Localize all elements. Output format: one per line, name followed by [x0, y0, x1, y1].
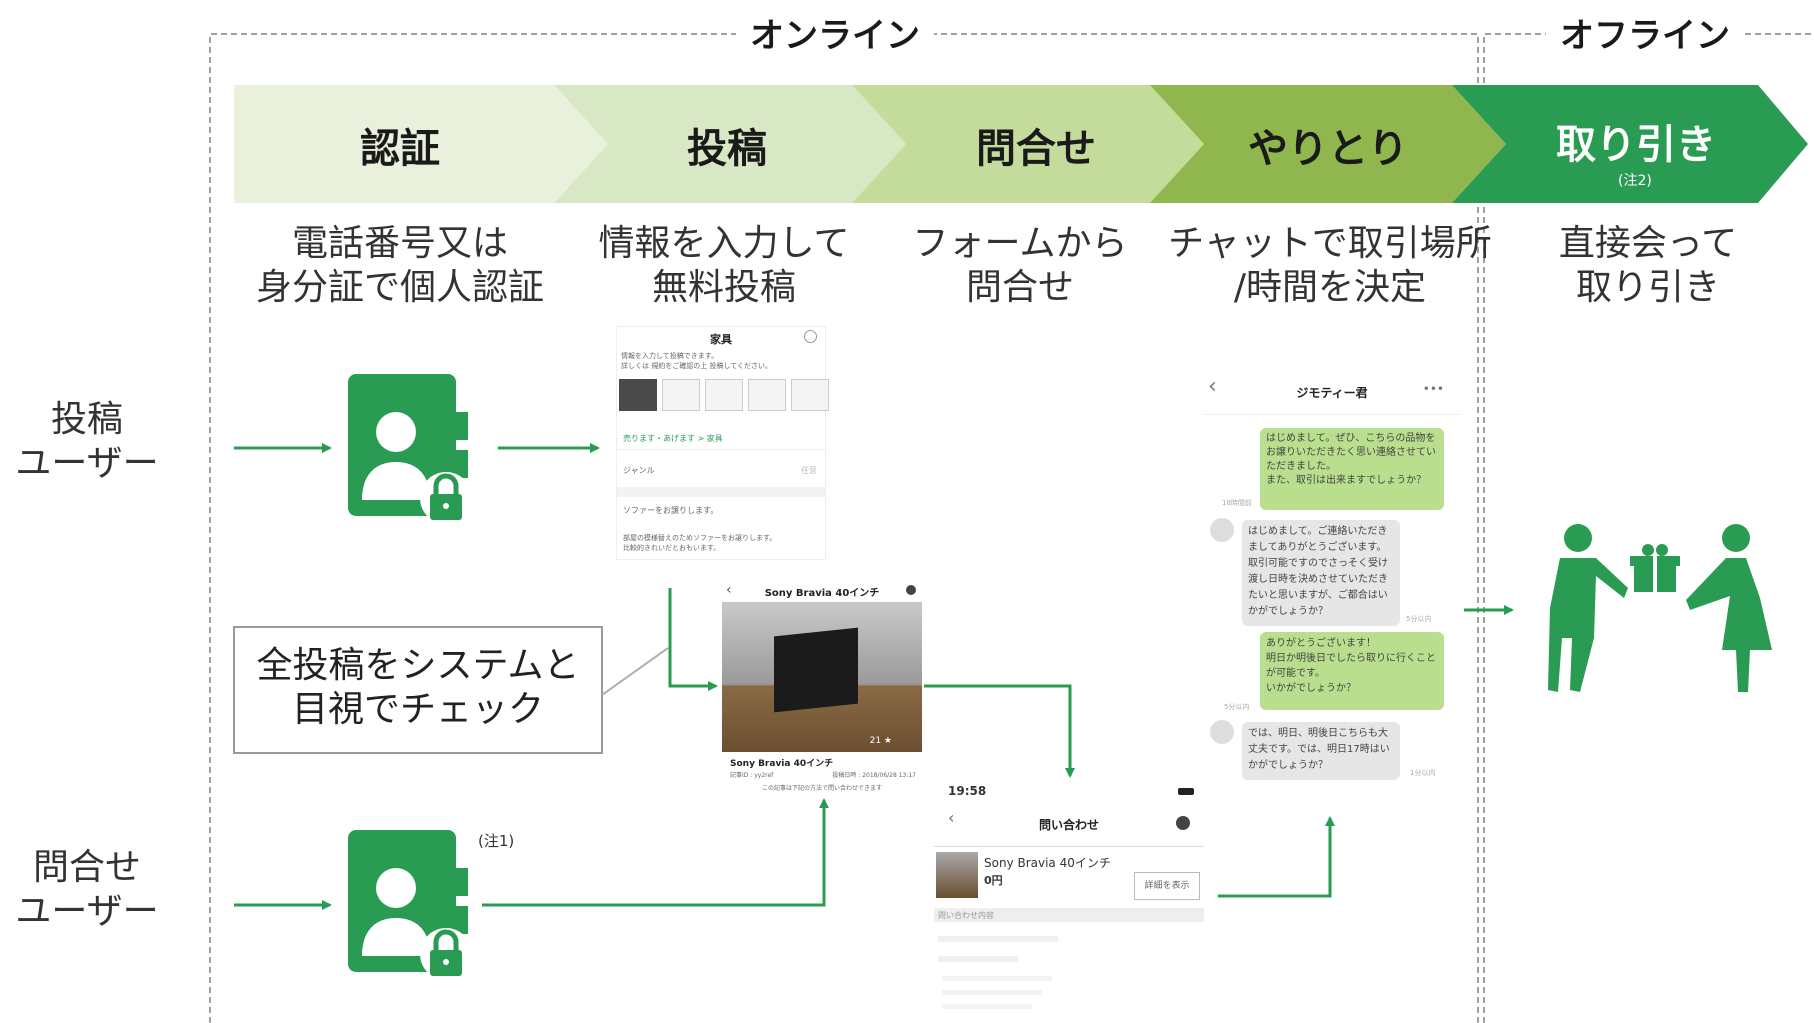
chat-time: 1分以内 [1410, 769, 1436, 777]
process-chevrons [234, 85, 1808, 203]
chat-time: 18時間前 [1222, 499, 1252, 507]
contact-lock-icon [348, 830, 472, 980]
camera-icon[interactable] [662, 379, 700, 411]
listing-footer: この記事は下記の方法で問い合わせできます [761, 785, 882, 792]
battery-icon [1178, 788, 1194, 795]
photo-slots [619, 379, 829, 411]
item-thumbnail [936, 852, 978, 898]
chat-message-sent: はじめまして。ぜひ、こちらの品物をお譲りいただきたく思い連絡させていただきました… [1260, 428, 1444, 510]
desc-auth: 電話番号又は身分証で個人認証 [255, 223, 544, 308]
listing-screen: ‹ Sony Bravia 40インチ 21 ★ Sony Bravia 40イ… [722, 580, 922, 794]
online-section-label: オンライン [736, 8, 934, 57]
chevron-exchange [1150, 85, 1506, 203]
chevron-post [554, 85, 906, 203]
listing-photo: 21 ★ [722, 602, 922, 752]
listing-title: Sony Bravia 40インチ [764, 588, 880, 599]
step-exchange-label: やりとり [1248, 126, 1408, 172]
inquiry-price: 0円 [984, 874, 1003, 887]
chat-message-received: はじめまして。ご連絡いただきましてありがとうございます。取引可能ですのでさっそく… [1242, 520, 1400, 626]
arrow-inquiry-to-chat [1218, 816, 1335, 898]
inquiry-item: Sony Bravia 40インチ [984, 856, 1111, 870]
chat-time: 5分以内 [1224, 703, 1250, 711]
photo-thumbnail[interactable] [619, 379, 657, 411]
info-icon[interactable] [1176, 816, 1190, 830]
row-label-inquirer: 問合せユーザー [15, 847, 159, 932]
chat-title: ジモティー君 [1296, 386, 1368, 400]
chat-screen: ‹ ジモティー君 ••• はじめまして。ぜひ、こちらの品物をお譲りいただきたく思… [1204, 374, 1460, 796]
post-body-2: 部屋の模様替えのためソファーをお譲りします。 [623, 534, 777, 542]
step-auth-label: 認証 [360, 126, 440, 172]
post-notice-2: 詳しくは 規約をご確認の上 投稿してください。 [621, 362, 773, 370]
post-form-screen: 家具 情報を入力して投稿できます。 詳しくは 規約をご確認の上 投稿してください… [616, 326, 829, 560]
handover-gift-icon [1548, 524, 1772, 692]
desc-exchange: チャットで取引場所/時間を決定 [1168, 223, 1492, 308]
chat-time: 5分以内 [1406, 615, 1432, 623]
camera-icon[interactable] [748, 379, 786, 411]
check-note-box: 全投稿をシステムと 目視でチェック [233, 626, 603, 754]
status-time: 19:58 [948, 784, 987, 798]
likes-count[interactable]: 21 ★ [869, 736, 892, 746]
arrow-auth2-to-listing [482, 798, 829, 907]
desc-inquiry: フォームから問合せ [912, 223, 1128, 308]
step-trade-label: 取り引き [1556, 122, 1716, 168]
camera-icon[interactable] [791, 379, 829, 411]
row-label-poster: 投稿ユーザー [15, 399, 159, 484]
chevron-auth [234, 85, 608, 203]
detail-button[interactable]: 詳細を表示 [1134, 872, 1200, 900]
contact-lock-icon [348, 374, 472, 524]
tv-image [774, 627, 858, 713]
offline-section-label: オフライン [1546, 8, 1744, 57]
post-body-1: ソファーをお譲りします。 [623, 506, 719, 515]
inquiry-section-label: 問い合わせ内容 [938, 911, 994, 920]
step-inquiry-label: 問合せ [976, 126, 1096, 172]
chevron-trade [1452, 85, 1808, 203]
step-trade-note: (注2) [1618, 173, 1652, 189]
listing-meta-id: 記事ID : yy2ref [730, 772, 774, 779]
chat-message-received: では、明日、明後日こちらも大丈夫です。では、明日17時はいかがでしょうか？ [1242, 722, 1400, 780]
step-post-label: 投稿 [687, 126, 767, 172]
info-icon[interactable] [906, 585, 916, 595]
back-chevron-icon[interactable]: ‹ [948, 808, 955, 827]
avatar [1210, 720, 1234, 744]
info-icon[interactable] [804, 330, 817, 343]
camera-icon[interactable] [705, 379, 743, 411]
arrow-listing-to-inquiry [924, 684, 1075, 778]
post-notice-1: 情報を入力して投稿できます。 [621, 352, 719, 360]
back-chevron-icon[interactable]: ‹ [1208, 374, 1217, 399]
genre-label: ジャンル [623, 466, 655, 475]
inquirer-auth-note: (注1) [478, 832, 515, 850]
desc-post: 情報を入力して無料投稿 [598, 223, 850, 308]
post-body-3: 比較的きれいだとおもいます。 [623, 544, 721, 552]
check-note-pointer [601, 647, 669, 696]
chevron-inquiry [852, 85, 1204, 203]
listing-meta-date: 投稿日時 : 2018/06/28 13:17 [832, 772, 916, 779]
inquiry-screen: 19:58 ‹ 問い合わせ Sony Bravia 40インチ 0円 詳細を表示… [934, 780, 1204, 1023]
chat-message-sent: ありがとうございます！明日か明後日でしたら取りに行くことが可能です。いかがでしょ… [1260, 632, 1444, 710]
more-icon[interactable]: ••• [1422, 382, 1444, 396]
back-chevron-icon[interactable]: ‹ [726, 582, 732, 598]
post-form-title: 家具 [710, 333, 732, 346]
genre-value[interactable]: 任意 [801, 466, 817, 475]
arrow-form-to-listing [668, 588, 718, 691]
desc-trade: 直接会って取り引き [1558, 223, 1738, 308]
inquiry-title: 問い合わせ [1038, 818, 1099, 832]
avatar [1210, 518, 1234, 542]
category-row[interactable]: 売ります・あげます > 家具 [623, 434, 723, 443]
inquiry-section-bar: 問い合わせ内容 [934, 908, 1204, 922]
listing-item-name: Sony Bravia 40インチ [730, 759, 834, 769]
